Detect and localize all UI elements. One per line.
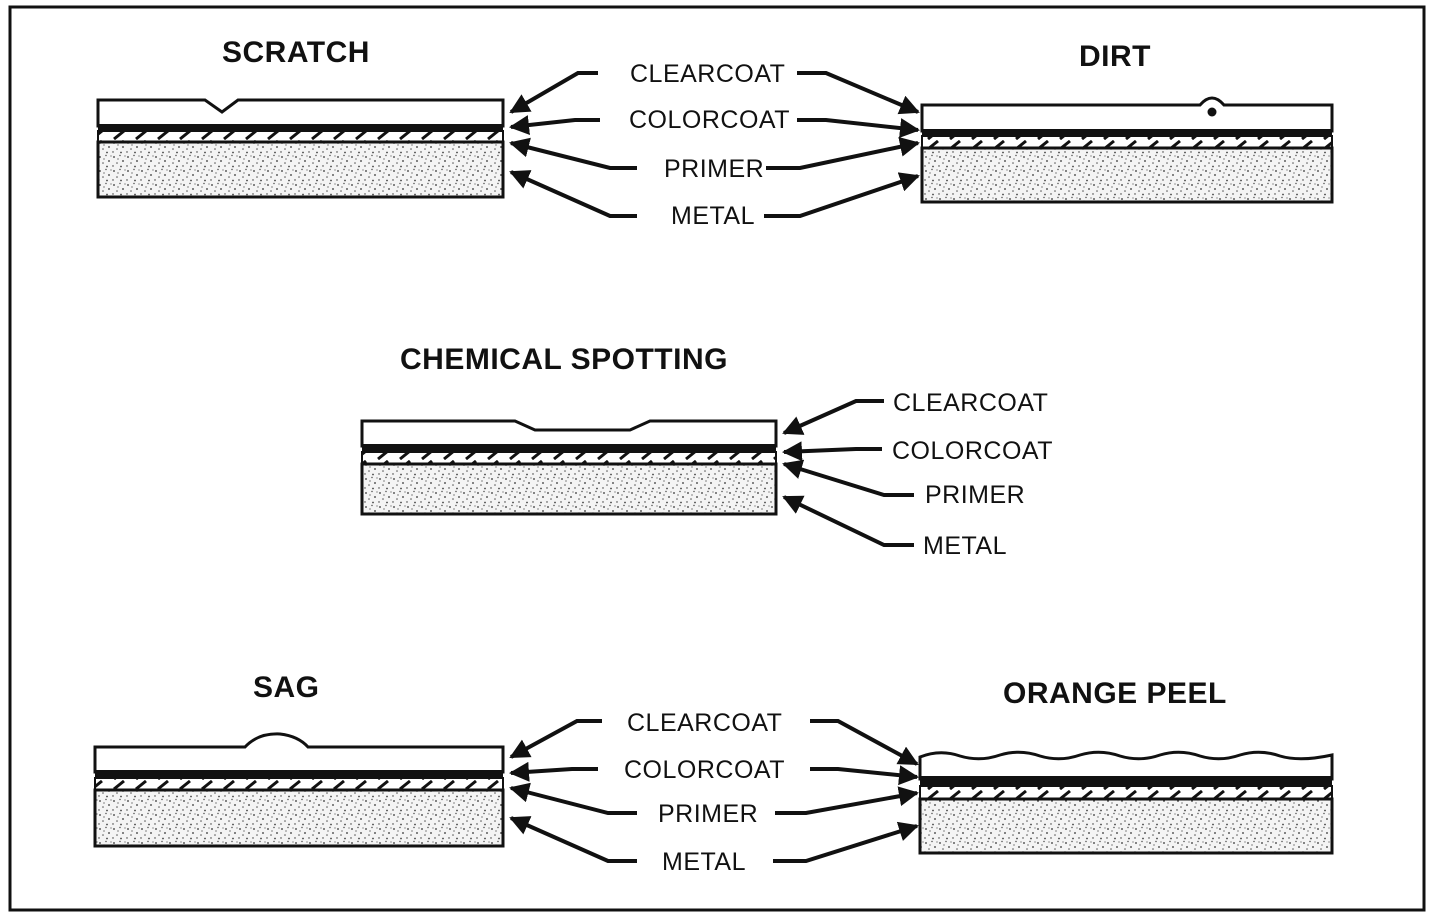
orange-peel-primer-arrow bbox=[775, 786, 919, 815]
sag-title: SAG bbox=[253, 671, 320, 704]
scratch-primer-arrow bbox=[509, 137, 637, 170]
figure-frame bbox=[8, 5, 1426, 912]
scratch-clearcoat-arrow bbox=[509, 71, 598, 114]
scratch-label-clearcoat: CLEARCOAT bbox=[630, 60, 785, 88]
chemical-spotting-label-metal: METAL bbox=[923, 532, 1007, 560]
orange-peel-metal-layer bbox=[918, 797, 1334, 855]
dirt-colorcoat-layer bbox=[922, 129, 1332, 136]
dirt-layers bbox=[920, 96, 1334, 204]
sag-panel: SAG CLEARCOAT COLORCOAT PRIMER METAL bbox=[93, 671, 919, 876]
dirt-panel: DIRT bbox=[920, 40, 1334, 204]
chemical-spotting-layers bbox=[360, 419, 778, 516]
orange-peel-title: ORANGE PEEL bbox=[1003, 677, 1227, 710]
sag-primer-arrow bbox=[509, 782, 637, 815]
sag-label-primer: PRIMER bbox=[658, 800, 758, 828]
orange-peel-panel: ORANGE PEEL bbox=[918, 677, 1334, 855]
dirt-primer-arrow bbox=[766, 136, 920, 170]
sag-clearcoat-layer bbox=[93, 732, 505, 774]
sag-clearcoat-arrow bbox=[509, 719, 602, 759]
chemical-spotting-colorcoat-layer bbox=[362, 444, 776, 452]
dirt-particle bbox=[1207, 107, 1217, 117]
scratch-metal-arrow bbox=[509, 170, 637, 218]
scratch-label-metal: METAL bbox=[671, 202, 755, 230]
sag-colorcoat-layer bbox=[95, 770, 503, 778]
chemical-spotting-metal-layer bbox=[360, 462, 778, 516]
chemical-spotting-label-primer: PRIMER bbox=[925, 481, 1025, 509]
sag-metal-arrow bbox=[509, 816, 637, 863]
scratch-colorcoat-layer bbox=[98, 124, 503, 131]
sag-primer-layer bbox=[94, 777, 504, 791]
orange-peel-layers bbox=[918, 750, 1334, 855]
scratch-layers bbox=[96, 98, 505, 199]
scratch-label-colorcoat: COLORCOAT bbox=[629, 106, 790, 134]
scratch-colorcoat-arrow bbox=[509, 115, 600, 135]
dirt-clearcoat-layer bbox=[920, 96, 1334, 133]
dirt-primer-layer bbox=[921, 135, 1333, 149]
orange-peel-metal-arrow bbox=[773, 821, 919, 863]
orange-peel-clearcoat-arrow bbox=[810, 719, 919, 766]
chemical-spotting-metal-arrow bbox=[782, 495, 914, 547]
scratch-label-primer: PRIMER bbox=[664, 155, 764, 183]
scratch-primer-layer bbox=[97, 130, 504, 143]
dirt-metal-arrow bbox=[764, 172, 920, 218]
sag-label-colorcoat: COLORCOAT bbox=[624, 756, 785, 784]
dirt-title: DIRT bbox=[1079, 40, 1151, 73]
dirt-colorcoat-arrow bbox=[797, 118, 920, 138]
scratch-title: SCRATCH bbox=[222, 36, 370, 69]
sag-layers bbox=[93, 732, 505, 848]
orange-peel-clearcoat-layer bbox=[918, 750, 1334, 781]
chemical-spotting-primer-arrow bbox=[782, 459, 914, 497]
chemical-spotting-clearcoat-arrow bbox=[782, 399, 884, 435]
chemical-spotting-label-colorcoat: COLORCOAT bbox=[892, 437, 1053, 465]
chemical-spotting-title: CHEMICAL SPOTTING bbox=[400, 343, 728, 376]
sag-label-metal: METAL bbox=[662, 848, 746, 876]
scratch-metal-layer bbox=[96, 140, 505, 199]
orange-peel-colorcoat-arrow bbox=[810, 765, 919, 786]
chemical-spotting-colorcoat-arrow bbox=[782, 441, 882, 462]
chemical-spotting-clearcoat-layer bbox=[360, 419, 778, 448]
scratch-panel: SCRATCH CLEARCOAT COLORCOAT PRIMER METAL bbox=[96, 36, 920, 230]
chemical-spotting-label-clearcoat: CLEARCOAT bbox=[893, 389, 1048, 417]
chemical-spotting-primer-layer bbox=[361, 451, 777, 465]
scratch-clearcoat-layer bbox=[96, 98, 505, 128]
dirt-metal-layer bbox=[920, 146, 1334, 204]
sag-colorcoat-arrow bbox=[509, 761, 598, 782]
orange-peel-colorcoat-layer bbox=[920, 776, 1332, 786]
sag-label-clearcoat: CLEARCOAT bbox=[627, 709, 782, 737]
dirt-clearcoat-arrow bbox=[797, 71, 920, 115]
orange-peel-primer-layer bbox=[919, 785, 1333, 800]
sag-metal-layer bbox=[93, 788, 505, 848]
chemical-spotting-panel: CHEMICAL SPOTTING CLEARCOAT COLORCOAT PR… bbox=[360, 343, 1053, 560]
